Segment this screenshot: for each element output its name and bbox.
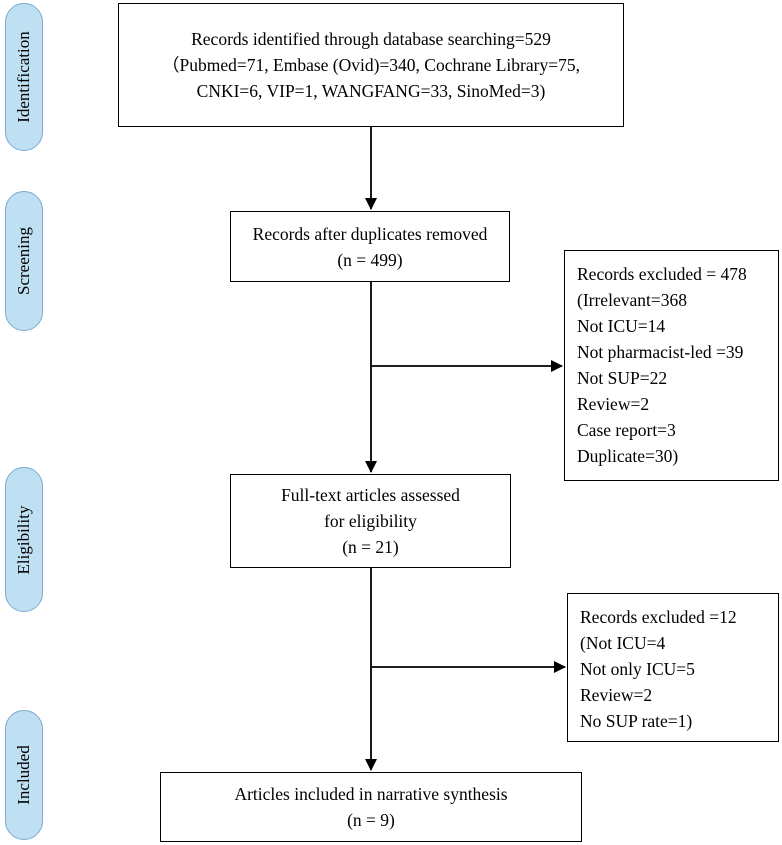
- phase-label: Included: [14, 745, 33, 805]
- included-box: Articles included in narrative synthesis…: [160, 772, 582, 842]
- box-line: Case report=3: [577, 420, 676, 440]
- box-line: (n = 499): [337, 249, 403, 270]
- box-line: Not only ICU=5: [580, 659, 695, 679]
- phase-included: Included: [5, 710, 43, 840]
- eligibility-box: Full-text articles assessed for eligibil…: [230, 474, 511, 568]
- box-line: (n = 21): [342, 537, 399, 557]
- box-line: （Pubmed=71, Embase (Ovid)=340, Cochrane …: [162, 55, 580, 75]
- phase-label: Eligibility: [14, 505, 33, 574]
- box-line: Review=2: [577, 394, 650, 414]
- box-line: Duplicate=30): [577, 446, 679, 466]
- box-line: (Not ICU=4: [580, 633, 666, 653]
- box-line: Records after duplicates removed: [252, 223, 488, 244]
- exclusion-box-1: Records excluded = 478 (Irrelevant=368 N…: [564, 250, 779, 481]
- phase-eligibility: Eligibility: [5, 467, 43, 612]
- identification-box: Records identified through database sear…: [118, 3, 624, 127]
- box-line: for eligibility: [324, 511, 417, 531]
- box-line: Review=2: [580, 685, 653, 705]
- box-line: (n = 9): [347, 810, 395, 830]
- box-line: Records excluded = 478: [577, 264, 747, 284]
- phase-screening: Screening: [5, 191, 43, 331]
- box-line: CNKI=6, VIP=1, WANGFANG=33, SinoMed=3): [196, 81, 546, 101]
- box-line: No SUP rate=1): [580, 711, 693, 731]
- screening-box: Records after duplicates removed (n = 49…: [230, 211, 510, 282]
- phase-identification: Identification: [5, 3, 43, 151]
- box-line: Not SUP=22: [577, 368, 668, 388]
- box-line: Not ICU=14: [577, 316, 666, 336]
- box-line: Articles included in narrative synthesis: [234, 784, 508, 804]
- box-line: Records identified through database sear…: [191, 29, 551, 49]
- box-line: Not pharmacist-led =39: [577, 342, 744, 362]
- box-line: Records excluded =12: [580, 607, 737, 627]
- phase-label: Identification: [14, 31, 33, 123]
- box-line: (Irrelevant=368: [577, 290, 687, 310]
- box-line: Full-text articles assessed: [281, 485, 460, 505]
- phase-label: Screening: [14, 227, 33, 295]
- exclusion-box-2: Records excluded =12 (Not ICU=4 Not only…: [567, 593, 779, 742]
